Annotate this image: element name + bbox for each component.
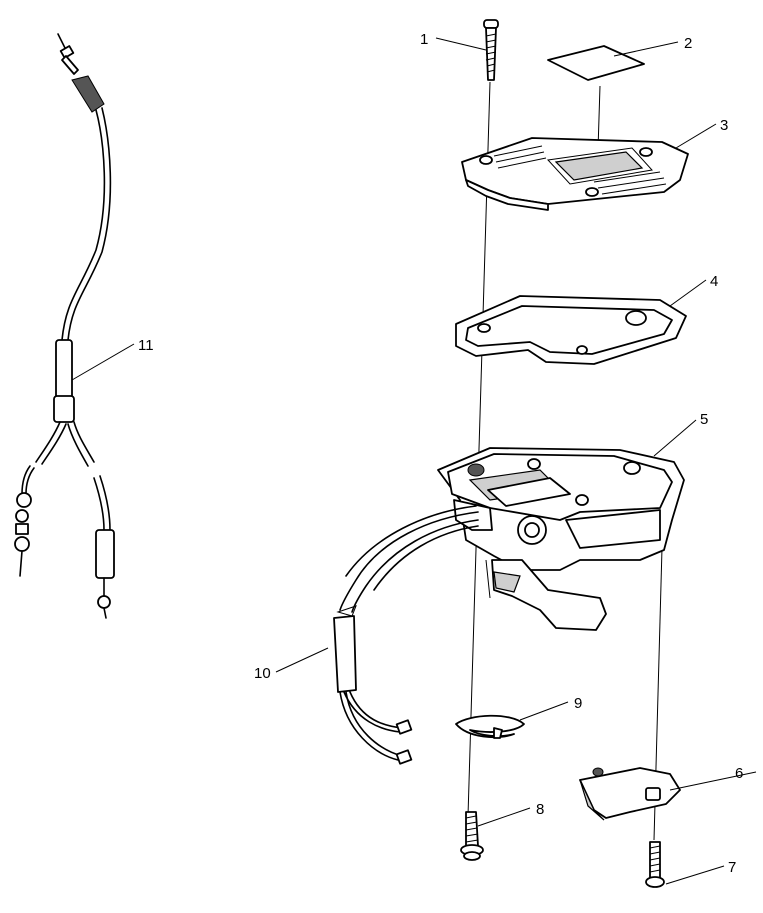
decal: [547, 45, 645, 81]
assembly-axis-left: [467, 81, 491, 817]
throttle-housing: [437, 447, 685, 631]
callout-4: 4: [710, 273, 718, 290]
lower-screw: [460, 811, 484, 861]
housing-cover: [461, 137, 689, 211]
leader-lines: [71, 37, 757, 885]
callout-3: 3: [720, 117, 728, 134]
clamp-screw: [645, 841, 665, 888]
handlebar-clamp: [579, 767, 681, 821]
callout-5: 5: [700, 411, 708, 428]
callout-11: 11: [138, 337, 154, 354]
callout-2: 2: [684, 35, 692, 52]
gasket: [455, 295, 687, 365]
wire-harness: [333, 505, 479, 765]
callout-10: 10: [254, 665, 271, 682]
callout-labels: 1 2 3 4 5 6 7 8 9 10 11: [138, 31, 743, 876]
callout-9: 9: [574, 695, 582, 712]
callout-8: 8: [536, 801, 544, 818]
callout-1: 1: [420, 31, 428, 48]
spring-clip: [455, 714, 525, 739]
callout-7: 7: [728, 859, 736, 876]
top-screw: [483, 19, 499, 81]
throttle-cable: [14, 33, 115, 619]
callout-6: 6: [735, 765, 743, 782]
